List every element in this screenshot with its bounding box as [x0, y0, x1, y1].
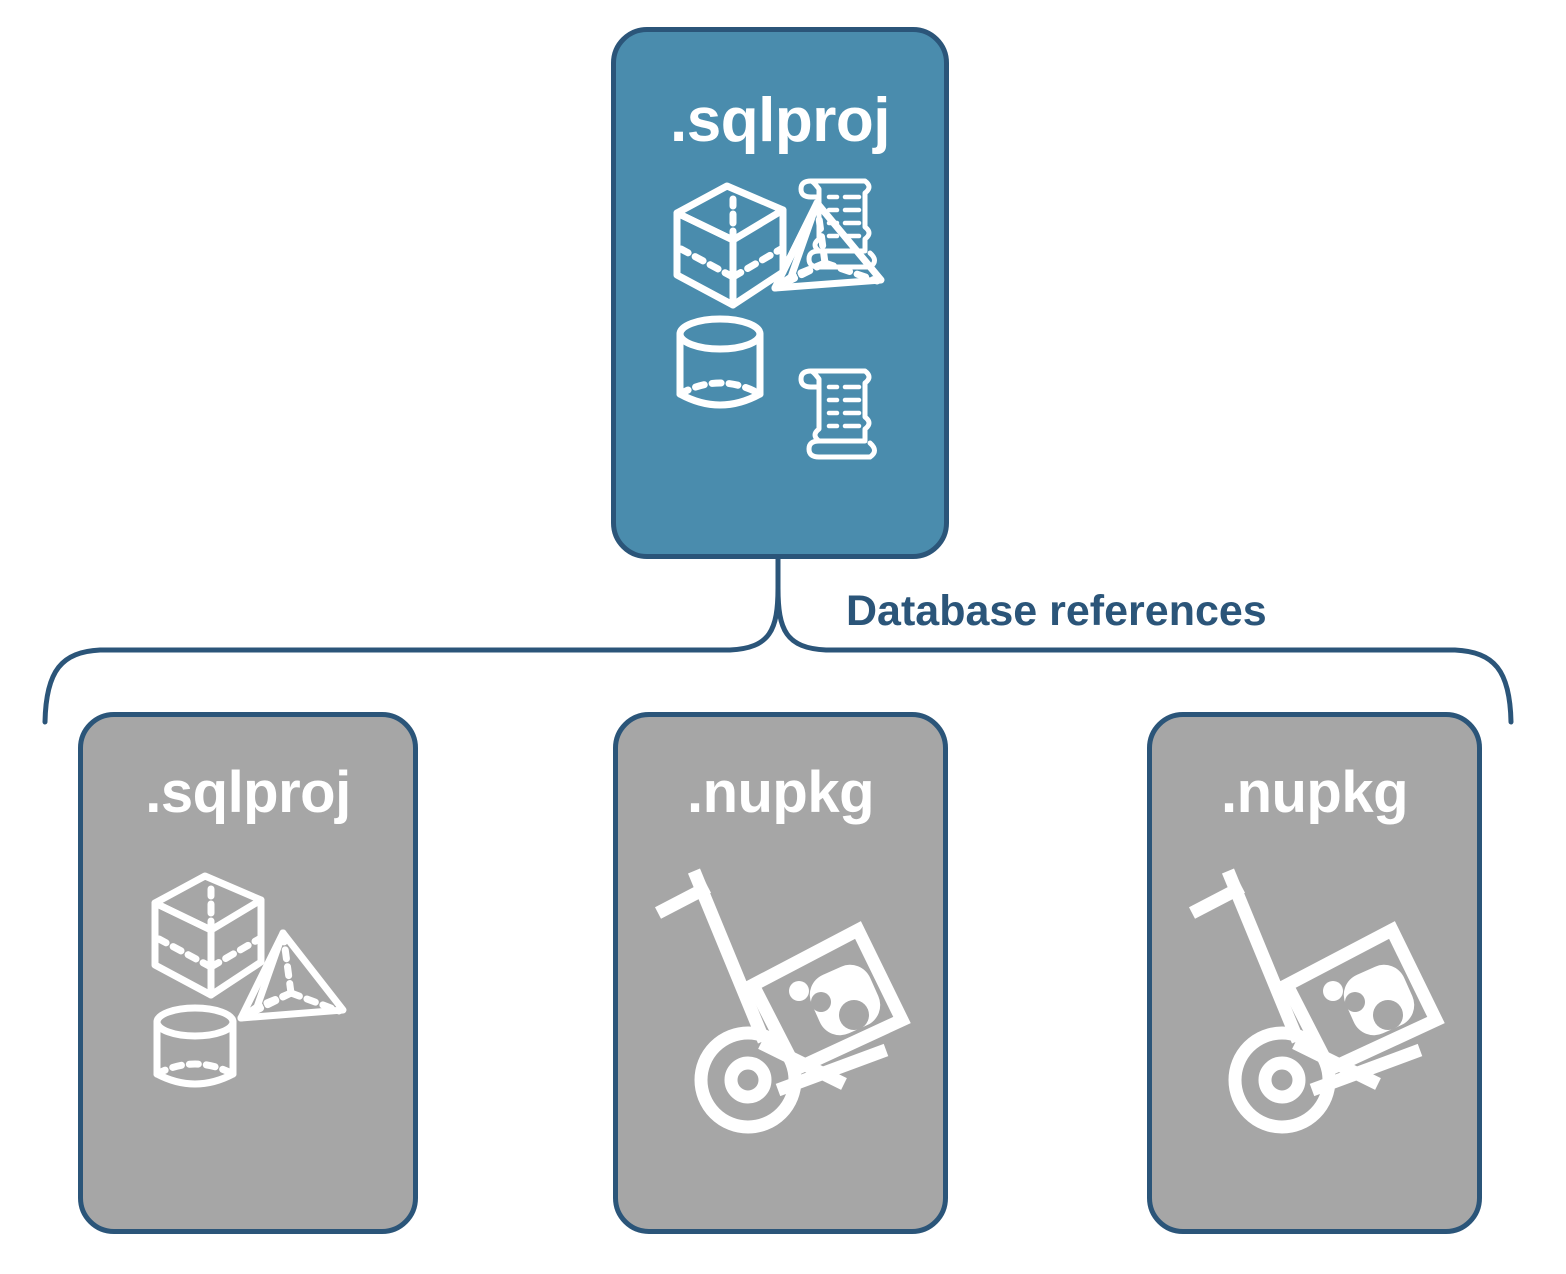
brace-label-database-references: Database references: [846, 587, 1267, 635]
pyramid-icon: [771, 199, 885, 292]
root-card-title: .sqlproj: [670, 86, 890, 155]
wheel-icon: [1228, 1026, 1335, 1134]
child-card-title-sqlproj: .sqlproj: [145, 760, 351, 825]
brace-left-arm: [42, 585, 781, 725]
child-card-nupkg-2[interactable]: .nupkg: [1147, 712, 1482, 1234]
child-card-nupkg-1[interactable]: .nupkg: [613, 712, 948, 1234]
child-card-artwork-package-2: [1152, 865, 1477, 1135]
child-card-title-nupkg-2: .nupkg: [1220, 760, 1409, 825]
root-card-artwork: [616, 167, 944, 460]
child-card-artwork-package-1: [618, 865, 943, 1135]
shapes-and-scripts-group: [673, 178, 885, 460]
nuget-glyph-icon: [788, 964, 880, 1036]
cylinder-icon: [153, 1004, 237, 1088]
scroll-icon: [798, 368, 877, 460]
cube-icon: [673, 182, 787, 309]
child-card-sqlproj[interactable]: .sqlproj: [78, 712, 418, 1234]
hand-truck-package-icon: [654, 868, 911, 1134]
pyramid-icon: [237, 929, 347, 1022]
wheel-icon: [694, 1026, 801, 1134]
shapes-group: [151, 872, 347, 1088]
root-card-sqlproj[interactable]: .sqlproj: [611, 27, 949, 559]
hand-truck-package-icon: [1188, 868, 1445, 1134]
cube-icon: [151, 872, 265, 999]
child-card-title-nupkg-1: .nupkg: [686, 760, 875, 825]
child-card-artwork-shapes: [83, 867, 413, 1088]
nuget-glyph-icon: [1322, 964, 1414, 1036]
cylinder-icon: [676, 315, 764, 409]
